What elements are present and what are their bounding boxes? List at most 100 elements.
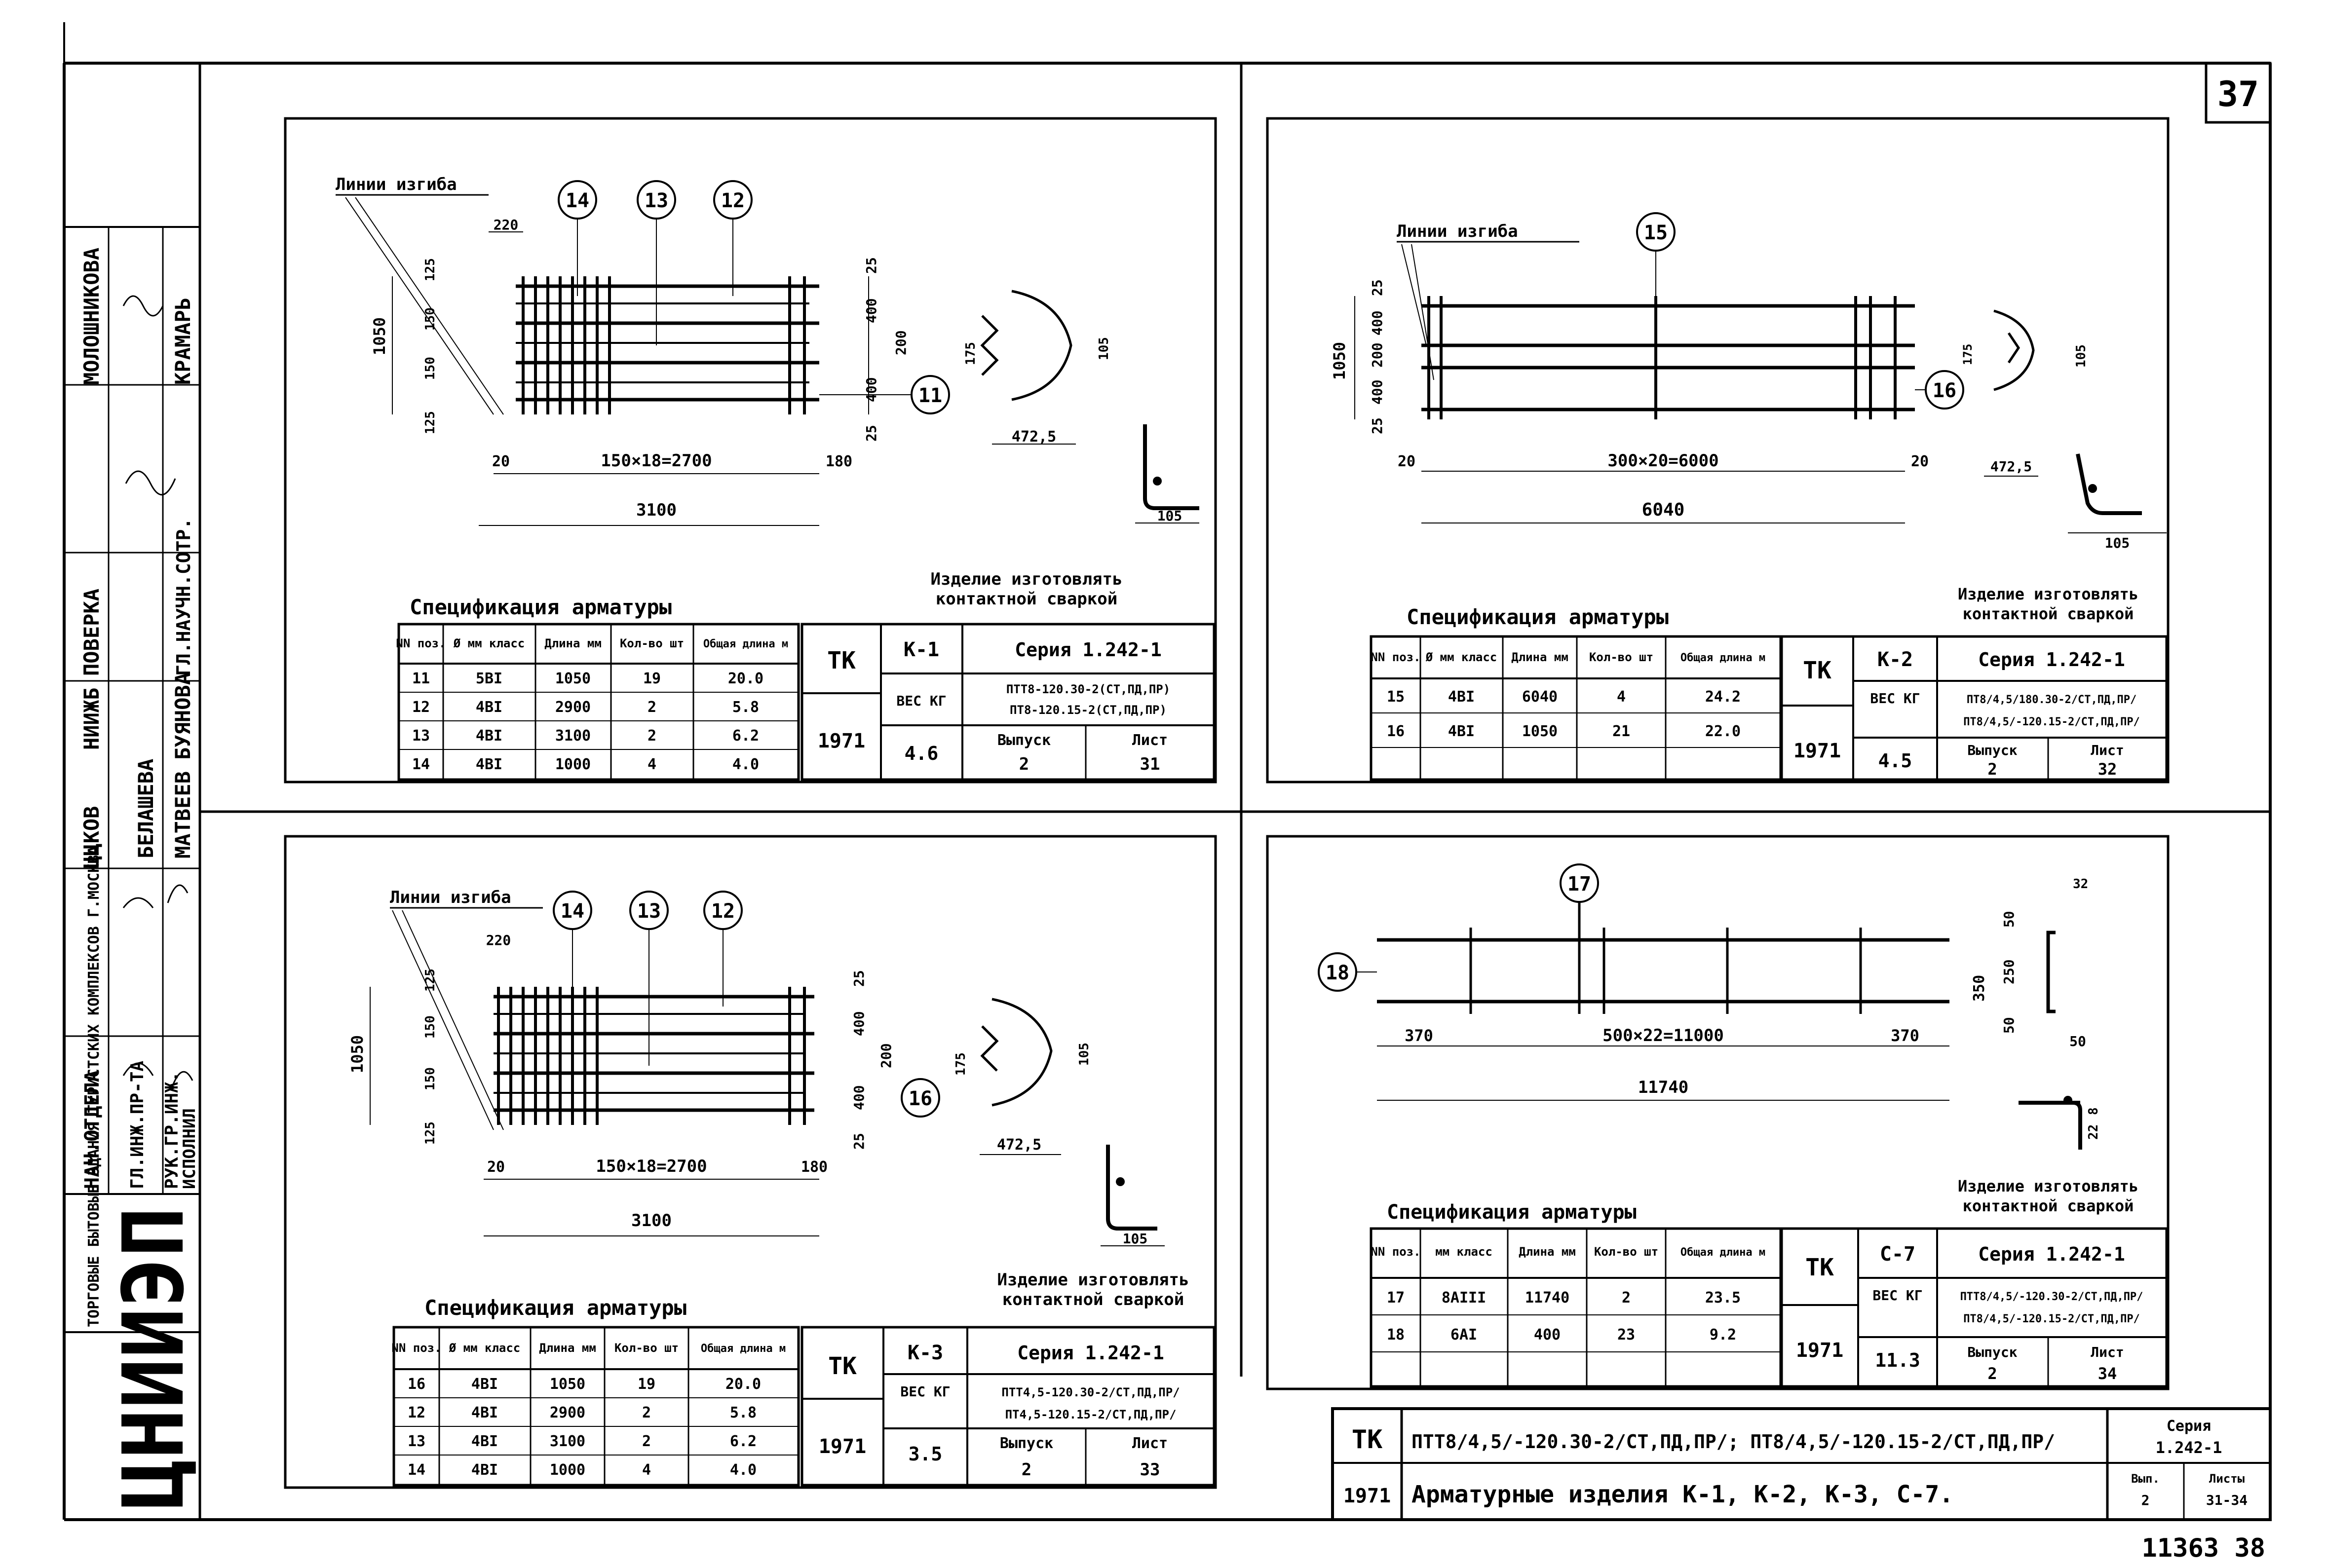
svg-text:контактной сваркой: контактной сваркой <box>1002 1290 1184 1309</box>
svg-text:14: 14 <box>408 1461 425 1479</box>
svg-text:2: 2 <box>648 699 656 716</box>
svg-text:11.3: 11.3 <box>1875 1349 1920 1371</box>
svg-text:1050: 1050 <box>1522 723 1558 740</box>
svg-text:NN поз.: NN поз. <box>1371 1245 1420 1259</box>
panel-frame-k3 <box>284 835 1217 1489</box>
svg-text:Ø мм класс: Ø мм класс <box>1425 650 1497 664</box>
svg-text:Серия 1.242-1: Серия 1.242-1 <box>1978 649 2125 671</box>
callout-13: 13 <box>645 189 668 212</box>
svg-text:20: 20 <box>1911 453 1929 470</box>
svg-text:8AIII: 8AIII <box>1442 1289 1486 1307</box>
svg-text:1050: 1050 <box>348 1035 367 1073</box>
svg-text:400: 400 <box>851 1011 867 1036</box>
svg-text:125: 125 <box>423 1121 438 1145</box>
svg-text:17: 17 <box>1387 1289 1405 1307</box>
svg-text:18: 18 <box>1326 962 1349 984</box>
svg-text:150: 150 <box>423 1067 438 1090</box>
svg-text:16: 16 <box>1933 379 1956 402</box>
svg-text:ПТ8-120.15-2(СТ,ПД,ПР): ПТ8-120.15-2(СТ,ПД,ПР) <box>1010 703 1167 717</box>
svg-text:14: 14 <box>412 756 430 773</box>
panel-frame-c7 <box>1266 835 2170 1390</box>
svg-text:4: 4 <box>642 1461 651 1479</box>
svg-text:4BI: 4BI <box>476 756 502 773</box>
svg-text:12: 12 <box>408 1404 425 1421</box>
stamp-k1 <box>801 623 1216 781</box>
svg-text:400: 400 <box>863 298 879 323</box>
svg-text:ВЕС КГ: ВЕС КГ <box>900 1383 950 1400</box>
svg-text:400: 400 <box>1369 379 1385 405</box>
title-codes: ПТТ8/4,5/-120.30-2/СТ,ПД,ПР/; ПТ8/4,5/-1… <box>1411 1431 2055 1453</box>
svg-text:4.0: 4.0 <box>730 1461 757 1479</box>
svg-text:12: 12 <box>412 699 430 716</box>
svg-text:Ø мм класс: Ø мм класс <box>449 1341 521 1355</box>
svg-text:С-7: С-7 <box>1880 1243 1915 1266</box>
svg-text:4BI: 4BI <box>1448 723 1475 740</box>
title-tk: ТК <box>1352 1425 1383 1455</box>
svg-text:4BI: 4BI <box>471 1433 498 1450</box>
svg-text:Листы: Листы <box>2209 1472 2245 1486</box>
svg-text:50: 50 <box>2069 1033 2086 1049</box>
svg-text:3100: 3100 <box>636 500 677 520</box>
svg-text:ТК: ТК <box>1803 657 1831 684</box>
svg-text:Выпуск: Выпуск <box>997 732 1051 749</box>
side-stamp: МОЛОШНИКОВА КРАМАРЬ ПОВЕРКА ГЛ.НАУЧН.СОТ… <box>64 226 203 1510</box>
stamp-name-4: БУЯНОВА <box>171 672 195 760</box>
svg-text:31: 31 <box>1140 754 1160 774</box>
stamp-role-6: РУК.ГР.ИНЖ. <box>162 1072 182 1189</box>
svg-text:1050: 1050 <box>550 1376 585 1393</box>
svg-text:105: 105 <box>1097 337 1111 360</box>
svg-text:150: 150 <box>423 357 438 380</box>
svg-text:33: 33 <box>1140 1460 1160 1480</box>
svg-text:1000: 1000 <box>550 1461 585 1479</box>
stamp-role-1: ПОВЕРКА <box>79 589 104 676</box>
svg-text:Серия: Серия <box>2167 1418 2211 1435</box>
svg-text:1050: 1050 <box>555 670 591 687</box>
svg-text:150×18=2700: 150×18=2700 <box>601 451 712 471</box>
callout-11: 11 <box>918 384 942 407</box>
svg-text:Выпуск: Выпуск <box>1967 742 2017 758</box>
svg-text:19: 19 <box>643 670 661 687</box>
stamp-name-5: ГЛ.ИНЖ.ПР-ТА <box>127 1061 148 1189</box>
svg-text:Лист: Лист <box>1132 1435 1168 1452</box>
svg-text:200: 200 <box>893 330 909 355</box>
svg-text:Длина мм: Длина мм <box>539 1341 596 1355</box>
svg-text:105: 105 <box>2105 535 2130 551</box>
svg-text:К-3: К-3 <box>908 1342 943 1364</box>
svg-text:Линии изгиба: Линии изгиба <box>1397 222 1518 241</box>
svg-text:150: 150 <box>423 307 438 331</box>
archive-number: 11363 38 <box>2142 1533 2265 1563</box>
org-logo: ЦНИИЭП <box>105 1207 203 1510</box>
svg-text:4BI: 4BI <box>476 699 502 716</box>
svg-text:5BI: 5BI <box>476 670 502 687</box>
svg-text:4.6: 4.6 <box>905 743 939 764</box>
svg-text:11740: 11740 <box>1638 1078 1688 1097</box>
svg-text:400: 400 <box>863 377 879 402</box>
svg-text:15: 15 <box>1387 688 1405 706</box>
svg-text:Лист: Лист <box>2091 742 2124 758</box>
svg-text:11: 11 <box>412 670 430 687</box>
svg-text:25: 25 <box>851 1133 867 1150</box>
svg-text:18: 18 <box>1387 1326 1405 1344</box>
svg-text:23: 23 <box>1617 1326 1635 1344</box>
stamp-name-1: ГЛ.НАУЧН.СОТР. <box>173 518 194 676</box>
svg-text:25: 25 <box>863 257 879 274</box>
svg-text:17: 17 <box>1567 873 1591 896</box>
stamp-org-text: ТОРГОВЫЕ БЫТОВЫЕ ЗДАНИЯ ТУРИСТСКИХ КОМПЛ… <box>85 846 103 1327</box>
svg-text:2900: 2900 <box>550 1404 585 1421</box>
svg-text:19: 19 <box>638 1376 655 1393</box>
stamp-name-3: БЕЛАШЕВА <box>134 759 158 859</box>
panel-k1: Линии изгиба <box>336 175 1199 619</box>
svg-text:300×20=6000: 300×20=6000 <box>1607 451 1718 471</box>
svg-text:13: 13 <box>408 1433 425 1450</box>
svg-text:2: 2 <box>1622 1289 1631 1307</box>
svg-text:500×22=11000: 500×22=11000 <box>1602 1026 1724 1045</box>
stamp-c7 <box>1780 1227 2168 1388</box>
sheet-number: 37 <box>2217 74 2259 114</box>
svg-text:2: 2 <box>642 1404 651 1421</box>
title-main: Арматурные изделия К-1, К-2, К-3, С-7. <box>1411 1481 1953 1508</box>
panel-frame-k2 <box>1266 117 2170 784</box>
svg-text:5.8: 5.8 <box>732 699 759 716</box>
svg-text:12: 12 <box>711 900 735 923</box>
svg-text:ВЕС КГ: ВЕС КГ <box>1870 690 1920 707</box>
